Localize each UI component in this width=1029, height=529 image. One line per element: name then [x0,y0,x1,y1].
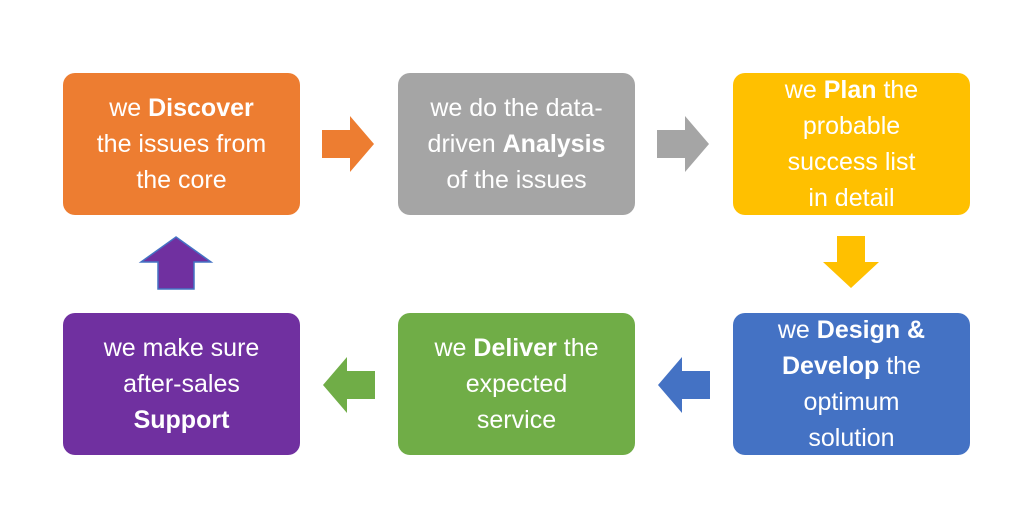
step-analysis-box: we do the data- driven Analysis of the i… [398,73,635,215]
arrow-design-to-deliver [658,357,710,413]
step-discover-line3: the core [136,166,227,194]
arrow-discover-to-analysis [322,116,374,172]
arrow-right-icon [322,116,374,172]
step-design-line4: solution [808,424,895,452]
arrow-support-to-discover [138,236,214,290]
step-discover-line1-pre: we [109,94,149,122]
step-deliver-line1-pre: we [434,334,474,362]
step-analysis-line2-pre: driven [427,130,503,158]
step-support-box: we make sure after-sales Support [63,313,300,455]
step-discover-line2: the issues from [96,130,267,158]
arrow-analysis-to-plan [657,116,709,172]
arrow-left-icon [658,357,710,413]
step-plan-box: we Plan the probable success list in det… [733,73,970,215]
step-plan-line4: in detail [808,184,895,212]
step-analysis-line1: we do the data- [430,94,603,122]
arrow-down-icon [823,236,879,288]
step-discover-keyword: Discover [148,94,254,122]
step-design-box: we Design & Develop the optimum solution [733,313,970,455]
arrow-right-icon [657,116,709,172]
step-deliver-text: we Deliver the expected service [435,330,599,438]
step-deliver-box: we Deliver the expected service [398,313,635,455]
step-plan-line3: success list [787,148,916,176]
step-design-line2-post: the [879,352,921,380]
step-deliver-line2: expected [465,370,568,398]
step-analysis-line3: of the issues [446,166,587,194]
step-deliver-line1-post: the [556,334,599,362]
step-deliver-keyword: Deliver [473,334,557,362]
step-design-keyword: Design & [816,316,926,344]
step-analysis-keyword: Analysis [502,130,606,158]
step-deliver-line3: service [476,406,557,434]
arrow-plan-to-design [823,236,879,288]
step-plan-line2: probable [802,112,901,140]
step-plan-keyword: Plan [823,76,877,104]
step-support-line2: after-sales [123,370,240,398]
step-plan-line1-post: the [876,76,919,104]
arrow-deliver-to-support [323,357,375,413]
step-discover-box: we Discover the issues from the core [63,73,300,215]
step-plan-text: we Plan the probable success list in det… [785,72,918,216]
step-design-line3: optimum [803,388,900,416]
step-plan-line1-pre: we [784,76,824,104]
step-support-keyword: Support [133,406,230,434]
arrow-left-icon [323,357,375,413]
step-develop-keyword: Develop [782,352,880,380]
arrow-up-icon [138,236,214,290]
step-support-line1: we make sure [103,334,260,362]
step-discover-text: we Discover the issues from the core [97,90,267,198]
step-support-text: we make sure after-sales Support [104,330,260,438]
step-design-line1-pre: we [777,316,817,344]
step-design-text: we Design & Develop the optimum solution [778,312,925,456]
step-analysis-text: we do the data- driven Analysis of the i… [428,90,606,198]
